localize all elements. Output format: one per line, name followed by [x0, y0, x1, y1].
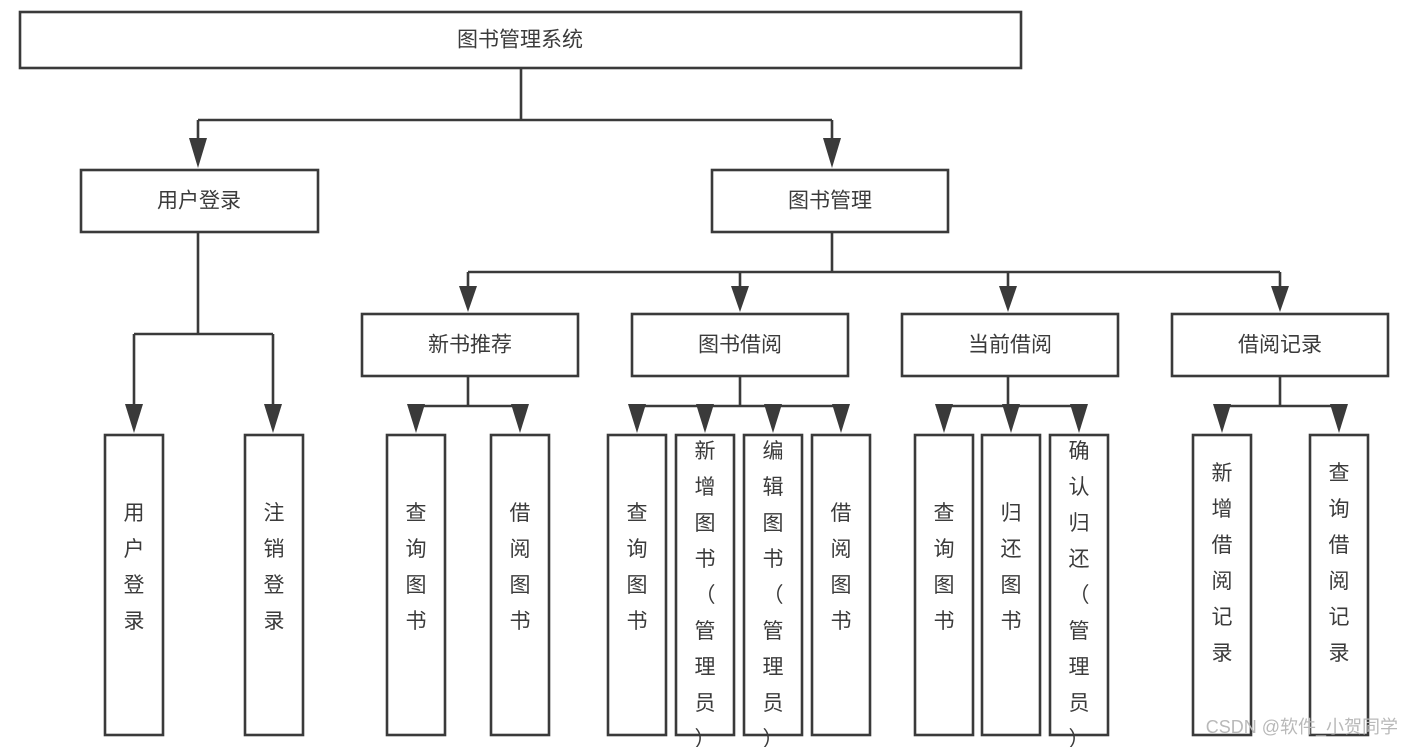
node-leaf-logout-login-label: 注销登录 — [264, 502, 285, 633]
node-borrow-record[interactable]: 借阅记录 — [1170, 312, 1390, 378]
node-leaf-borrow-book-2-label: 借阅图书 — [831, 502, 852, 633]
arrowhead-user-login — [189, 138, 207, 168]
node-leaf-edit-book[interactable]: 编辑图书（管理员） — [742, 433, 804, 747]
connector-group-current-borrow-to-leaves — [935, 376, 1088, 433]
node-leaf-return-book-label: 归还图书 — [1001, 502, 1022, 633]
arrowhead-leaf-borrow-book-2 — [832, 404, 850, 433]
node-book-manage-box[interactable] — [710, 168, 950, 234]
node-root-label: 图书管理系统 — [457, 29, 583, 52]
connector-group-new-book-to-leaves — [407, 376, 529, 433]
node-leaf-add-record-label: 新增借阅记录 — [1212, 462, 1233, 665]
node-leaf-borrow-book-2[interactable]: 借阅图书 — [810, 433, 872, 737]
node-borrow-record-box[interactable] — [1170, 312, 1390, 378]
node-leaf-query-record-label: 查询借阅记录 — [1329, 462, 1350, 665]
node-root[interactable]: 图书管理系统 — [18, 10, 1023, 70]
arrowhead-new-book — [459, 286, 477, 312]
arrowhead-leaf-add-record — [1213, 404, 1231, 433]
arrowhead-leaf-query-book-2 — [628, 404, 646, 433]
node-leaf-edit-book-box[interactable] — [742, 433, 804, 737]
node-leaf-query-book-1-label: 查询图书 — [406, 502, 427, 633]
node-current-borrow[interactable]: 当前借阅 — [900, 312, 1120, 378]
node-current-borrow-box[interactable] — [900, 312, 1120, 378]
node-leaf-borrow-book-1-box[interactable] — [489, 433, 551, 737]
node-user-login[interactable]: 用户登录 — [79, 168, 320, 234]
node-book-borrow-label: 图书借阅 — [698, 334, 782, 357]
arrowhead-leaf-confirm-return — [1070, 404, 1088, 433]
node-new-book-recommend[interactable]: 新书推荐 — [360, 312, 580, 378]
arrowhead-leaf-edit-book — [764, 404, 782, 433]
arrowhead-leaf-borrow-book-1 — [511, 404, 529, 433]
node-leaf-query-book-3[interactable]: 查询图书 — [913, 433, 975, 737]
node-leaf-query-book-1[interactable]: 查询图书 — [385, 433, 447, 737]
node-leaf-logout-login[interactable]: 注销登录 — [243, 433, 305, 737]
node-leaf-add-record[interactable]: 新增借阅记录 — [1191, 433, 1253, 737]
arrowhead-book-manage — [823, 138, 841, 168]
node-leaf-borrow-book-1-label: 借阅图书 — [510, 502, 531, 633]
node-leaf-query-book-2-box[interactable] — [606, 433, 668, 737]
arrowhead-borrow-record — [1271, 286, 1289, 312]
node-leaf-user-login[interactable]: 用户登录 — [103, 433, 165, 737]
connector-group-book-manage-to-level2 — [459, 232, 1289, 312]
node-leaf-confirm-return-box[interactable] — [1048, 433, 1110, 737]
csdn-watermark: CSDN @软件_小贺同学 — [1206, 717, 1398, 738]
node-current-borrow-label: 当前借阅 — [968, 334, 1052, 357]
node-user-login-label: 用户登录 — [157, 190, 241, 213]
node-root-box[interactable] — [18, 10, 1023, 70]
arrowhead-leaf-query-book-3 — [935, 404, 953, 433]
arrowhead-leaf-add-book — [696, 404, 714, 433]
node-book-manage-label: 图书管理 — [788, 190, 872, 213]
node-leaf-add-book[interactable]: 新增图书（管理员） — [674, 433, 736, 747]
node-leaf-query-record[interactable]: 查询借阅记录 — [1308, 433, 1370, 737]
node-leaf-borrow-book-1[interactable]: 借阅图书 — [489, 433, 551, 737]
node-leaf-query-record-box[interactable] — [1308, 433, 1370, 737]
node-leaf-add-book-label: 新增图书（管理员） — [695, 440, 716, 747]
node-leaf-query-book-2[interactable]: 查询图书 — [606, 433, 668, 737]
node-leaf-query-book-3-box[interactable] — [913, 433, 975, 737]
arrowhead-current-borrow — [999, 286, 1017, 312]
connector-group-root-to-level1 — [189, 68, 841, 168]
node-book-borrow[interactable]: 图书借阅 — [630, 312, 850, 378]
node-leaf-query-book-2-label: 查询图书 — [627, 502, 648, 633]
node-leaf-query-book-3-label: 查询图书 — [934, 502, 955, 633]
node-user-login-box[interactable] — [79, 168, 320, 234]
node-leaf-confirm-return[interactable]: 确认归还（管理员） — [1048, 433, 1110, 747]
arrowhead-leaf-query-book-1 — [407, 404, 425, 433]
node-leaf-confirm-return-label: 确认归还（管理员） — [1069, 440, 1090, 747]
node-leaf-user-login-label: 用户登录 — [124, 502, 145, 633]
arrowhead-leaf-logout — [264, 404, 282, 433]
node-book-borrow-box[interactable] — [630, 312, 850, 378]
node-book-manage[interactable]: 图书管理 — [710, 168, 950, 234]
node-new-book-recommend-box[interactable] — [360, 312, 580, 378]
node-leaf-user-login-box[interactable] — [103, 433, 165, 737]
node-new-book-recommend-label: 新书推荐 — [428, 334, 512, 357]
node-leaf-add-record-box[interactable] — [1191, 433, 1253, 737]
node-leaf-return-book-box[interactable] — [980, 433, 1042, 737]
node-borrow-record-label: 借阅记录 — [1238, 334, 1322, 357]
node-leaf-borrow-book-2-box[interactable] — [810, 433, 872, 737]
arrowhead-leaf-query-record — [1330, 404, 1348, 433]
connector-group-book-borrow-to-leaves — [628, 376, 850, 433]
node-leaf-edit-book-label: 编辑图书（管理员） — [763, 440, 784, 747]
node-leaf-query-book-1-box[interactable] — [385, 433, 447, 737]
connector-group-user-login-to-leaves — [125, 232, 282, 433]
arrowhead-leaf-return-book — [1002, 404, 1020, 433]
node-leaf-return-book[interactable]: 归还图书 — [980, 433, 1042, 737]
connector-group-borrow-record-to-leaves — [1213, 376, 1348, 433]
arrowhead-book-borrow — [731, 286, 749, 312]
node-leaf-add-book-box[interactable] — [674, 433, 736, 737]
arrowhead-leaf-user-login — [125, 404, 143, 433]
node-leaf-logout-login-box[interactable] — [243, 433, 305, 737]
